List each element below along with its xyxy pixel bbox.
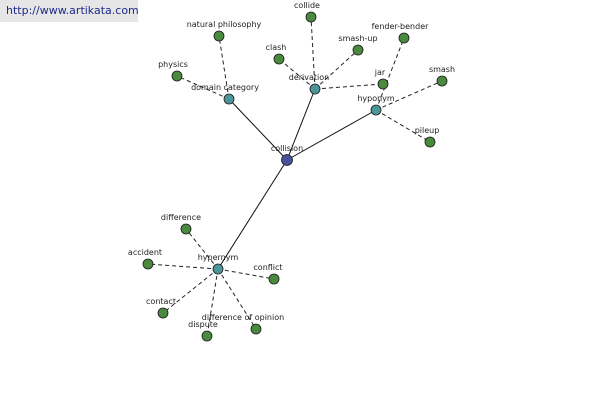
edge-hyponym-pileup xyxy=(375,109,431,143)
label-difference-of-opinion[interactable]: difference of opinion xyxy=(202,313,284,322)
label-physics[interactable]: physics xyxy=(158,60,188,69)
node-accident[interactable] xyxy=(142,258,154,270)
label-smash-up[interactable]: smash-up xyxy=(338,34,377,43)
edge-hypernym-difference-of-opinion xyxy=(217,268,257,330)
edge-derivation-smash-up xyxy=(314,49,359,90)
label-collide[interactable]: collide xyxy=(294,1,320,10)
edge-root-hyponym xyxy=(286,109,377,161)
edge-root-hypernym xyxy=(217,159,288,270)
label-dispute[interactable]: dispute xyxy=(188,320,218,329)
edge-hypernym-difference xyxy=(185,228,219,270)
node-difference-of-opinion[interactable] xyxy=(250,323,262,335)
edge-hypernym-conflict xyxy=(217,268,275,280)
edge-root-domain-category xyxy=(228,98,288,161)
node-pileup[interactable] xyxy=(424,136,436,148)
node-fender-bender[interactable] xyxy=(398,32,410,44)
label-pileup[interactable]: pileup xyxy=(415,126,440,135)
node-collision[interactable] xyxy=(281,154,293,166)
edge-hyponym-fender-bender xyxy=(375,37,405,111)
node-clash[interactable] xyxy=(273,53,285,65)
node-jar[interactable] xyxy=(377,78,389,90)
edge-hypernym-contact xyxy=(162,268,219,314)
node-difference[interactable] xyxy=(180,223,192,235)
label-contact[interactable]: contact xyxy=(146,297,176,306)
site-url-watermark: http://www.artikata.com xyxy=(0,0,139,22)
node-derivation[interactable] xyxy=(309,83,321,95)
label-conflict[interactable]: conflict xyxy=(253,263,282,272)
edge-hypernym-dispute xyxy=(206,268,219,337)
node-conflict[interactable] xyxy=(268,273,280,285)
edge-domain-category-natural-philosophy xyxy=(218,35,230,100)
label-jar[interactable]: jar xyxy=(374,68,386,77)
edge-hypernym-accident xyxy=(147,263,219,270)
label-collision[interactable]: collision xyxy=(271,144,303,153)
node-smash-up[interactable] xyxy=(352,44,364,56)
node-physics[interactable] xyxy=(171,70,183,82)
node-domain-category[interactable] xyxy=(223,93,235,105)
label-fender-bender[interactable]: fender-bender xyxy=(372,22,430,31)
edge-hyponym-smash xyxy=(375,80,443,111)
node-dispute[interactable] xyxy=(201,330,213,342)
label-hyponym[interactable]: hyponym xyxy=(357,94,395,103)
node-collide[interactable] xyxy=(305,11,317,23)
node-natural-philosophy[interactable] xyxy=(213,30,225,42)
label-domain-category[interactable]: domain category xyxy=(191,83,259,92)
node-contact[interactable] xyxy=(157,307,169,319)
label-hypernym[interactable]: hypernym xyxy=(198,253,239,262)
node-smash[interactable] xyxy=(436,75,448,87)
edge-derivation-clash xyxy=(278,58,316,90)
label-smash[interactable]: smash xyxy=(429,65,455,74)
label-difference[interactable]: difference xyxy=(161,213,201,222)
label-derivation[interactable]: derivation xyxy=(289,73,329,82)
label-clash[interactable]: clash xyxy=(266,43,287,52)
label-natural-philosophy[interactable]: natural philosophy xyxy=(187,20,262,29)
node-hyponym[interactable] xyxy=(370,104,382,116)
edge-domain-category-physics xyxy=(176,75,230,100)
edge-derivation-jar xyxy=(314,83,384,90)
label-accident[interactable]: accident xyxy=(128,248,162,257)
node-hypernym[interactable] xyxy=(212,263,224,275)
edge-root-derivation xyxy=(286,88,316,161)
edge-derivation-collide xyxy=(310,16,316,90)
